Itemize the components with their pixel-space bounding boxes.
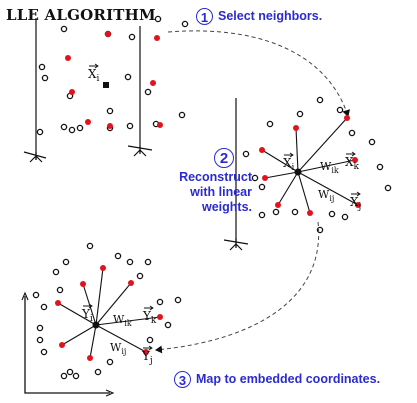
selected-point-xi xyxy=(103,82,109,88)
neighbor-spokes-3 xyxy=(57,267,161,359)
vector-arrow-yk xyxy=(144,305,154,311)
step-3-number: 3 xyxy=(174,371,191,388)
axis-cross-3 xyxy=(223,238,249,251)
neighbor-points-red xyxy=(65,31,163,129)
data-points-hollow-2 xyxy=(242,96,392,234)
panel-select-neighbors: Xi xyxy=(23,15,189,163)
label-xk: Xk xyxy=(345,155,360,172)
step-2-line-1: Reconstruct xyxy=(179,170,252,184)
step-1-number: 1 xyxy=(196,8,213,25)
step-1-text: Select neighbors. xyxy=(218,8,323,23)
step-3-text: Map to embedded coordinates. xyxy=(196,371,381,386)
step-2-number: 2 xyxy=(214,148,234,168)
data-points-hollow xyxy=(36,15,189,136)
vector-arrow-yj xyxy=(143,345,153,351)
label-yi: Yi xyxy=(81,307,93,324)
neighbor-points-red-3 xyxy=(55,265,163,361)
label-wik: Wik xyxy=(320,160,339,175)
embedded-axes xyxy=(24,296,110,394)
dashed-arrow-1-to-2 xyxy=(167,30,350,117)
panel-embedded: Yi Wik Yk Wij Yj xyxy=(21,242,182,397)
step-2-line-3: weights. xyxy=(201,200,252,214)
vector-arrow-xj xyxy=(351,191,361,197)
label-xi-2: Xi xyxy=(283,156,295,173)
label-wij: Wij xyxy=(318,188,334,203)
vector-arrow-xi-2 xyxy=(284,152,294,158)
step-3-caption: 3 Map to embedded coordinates. xyxy=(174,371,380,388)
embedded-axis-tips xyxy=(21,291,115,397)
step-2-line-2: with linear xyxy=(190,185,252,199)
label-xj: Xj xyxy=(350,195,361,212)
step-1-caption: 1 Select neighbors. xyxy=(196,8,322,25)
axis-cross-2 xyxy=(127,145,153,157)
label-wik-2: Wik xyxy=(113,313,132,328)
center-point-yi xyxy=(92,321,100,329)
label-yk: Yk xyxy=(142,309,157,326)
vector-arrow-xi xyxy=(89,63,99,69)
step-2-caption: 2 Reconstruct with linear weights. xyxy=(160,148,252,215)
label-wij-2: Wij xyxy=(110,341,126,356)
label-xi: Xi xyxy=(88,67,100,84)
data-points-hollow-3 xyxy=(32,242,182,380)
panel-reconstruct: Xi Wik Xk Wij Xj xyxy=(223,96,392,251)
vector-arrow-yi xyxy=(83,303,93,309)
axis-cross-1 xyxy=(23,151,47,163)
vector-arrow-xk xyxy=(346,151,356,157)
label-yj: Yj xyxy=(141,349,153,366)
diagram-title: LLE ALGORITHM xyxy=(6,6,156,24)
neighbor-points-red-2 xyxy=(259,115,361,216)
center-point-xi xyxy=(294,168,302,176)
neighbor-spokes-2 xyxy=(261,117,359,214)
dashed-arrow-2-to-3 xyxy=(155,221,320,354)
